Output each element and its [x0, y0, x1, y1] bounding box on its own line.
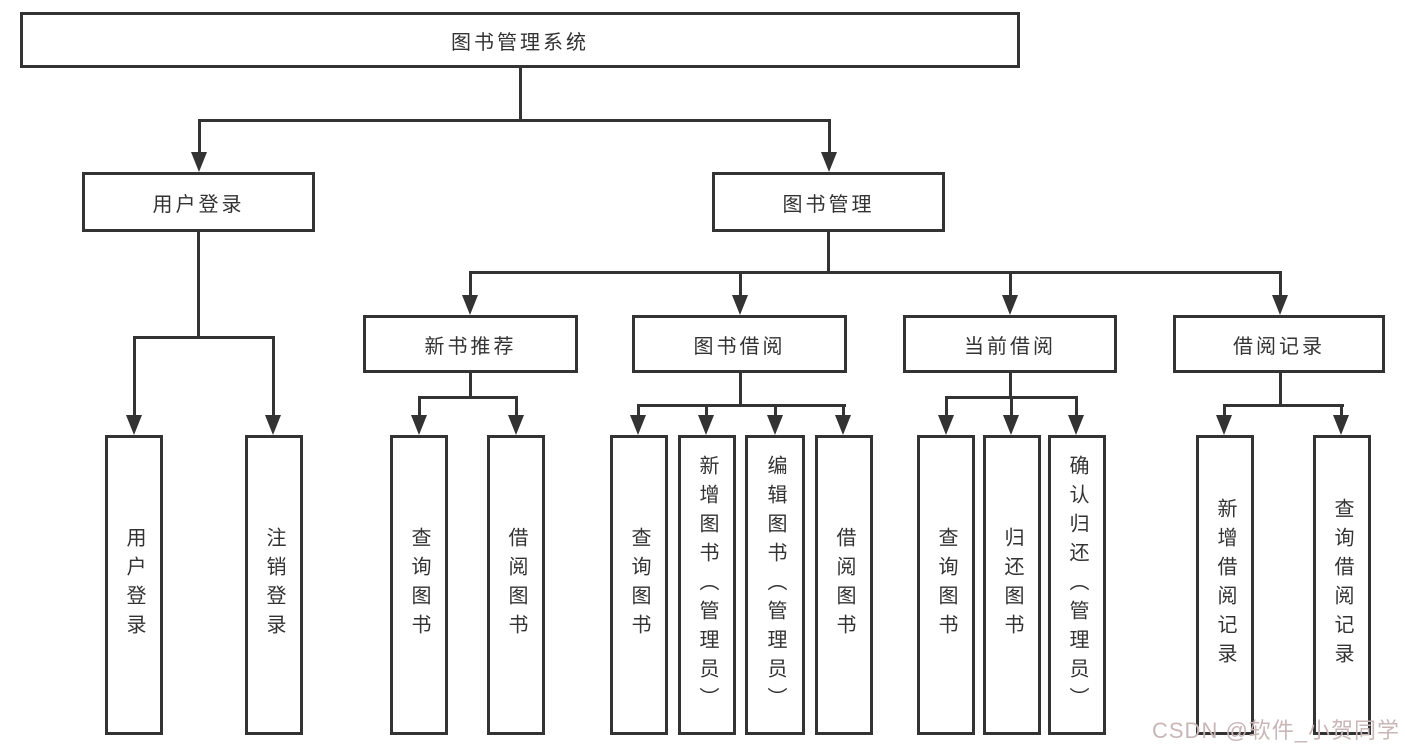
leaf-nbr-query-book: 查询图书 — [390, 435, 448, 735]
arrow-bb-edit-stem — [773, 405, 777, 417]
watermark: CSDN @软件_小贺同学 — [1152, 718, 1401, 743]
leaf-logout-label: 注销登录 — [263, 527, 285, 643]
arrow-book-mgmt-head — [821, 152, 837, 172]
arrow-bb-add-head — [698, 415, 714, 435]
arrow-bb-borrow-head — [835, 415, 851, 435]
connector-user-login-stem — [196, 232, 200, 338]
arrow-bb-query-head — [630, 415, 646, 435]
leaf-logout: 注销登录 — [245, 435, 303, 735]
arrow-bb-head — [732, 295, 748, 315]
node-borrow-records: 借阅记录 — [1173, 315, 1385, 373]
arrow-nbr-borrow-stem — [514, 397, 518, 417]
arrow-cb-return-head — [1003, 415, 1019, 435]
node-root: 图书管理系统 — [20, 12, 1020, 68]
node-new-book-recommend: 新书推荐 — [363, 315, 578, 373]
connector-user-split — [132, 335, 275, 339]
connector-root-stem — [518, 68, 522, 121]
arrow-bb-borrow-stem — [841, 405, 845, 417]
leaf-br-add-record: 新增借阅记录 — [1196, 435, 1254, 735]
connector-cb-stem — [1008, 373, 1012, 398]
arrow-br-head — [1272, 295, 1288, 315]
arrow-br-stem — [1278, 272, 1282, 297]
connector-bb-split — [636, 403, 846, 407]
node-current-borrow: 当前借阅 — [903, 315, 1117, 373]
node-book-management: 图书管理 — [712, 172, 945, 232]
leaf-bb-add-book: 新增图书（管理员） — [678, 435, 736, 735]
connector-br-split — [1222, 403, 1344, 407]
arrow-br-query-head — [1333, 415, 1349, 435]
arrow-br-add-head — [1216, 415, 1232, 435]
leaf-cb-confirm-return-label: 确认归还（管理员） — [1066, 454, 1088, 716]
arrow-br-add-stem — [1222, 405, 1226, 417]
arrow-nbr-head — [462, 295, 478, 315]
arrow-bb-query-stem — [636, 405, 640, 417]
leaf-bb-edit-book-label: 编辑图书（管理员） — [764, 454, 786, 716]
leaf-cb-return-book: 归还图书 — [983, 435, 1041, 735]
leaf-bb-borrow-book: 借阅图书 — [815, 435, 873, 735]
arrow-leaf-logout-head — [265, 415, 281, 435]
connector-bb-stem — [738, 373, 742, 406]
node-book-borrow: 图书借阅 — [632, 315, 847, 373]
connector-level1-split — [197, 118, 831, 122]
arrow-cb-confirm-stem — [1074, 397, 1078, 417]
arrow-user-login-head — [191, 152, 207, 172]
arrow-bb-add-stem — [704, 405, 708, 417]
leaf-user-login: 用户登录 — [105, 435, 163, 735]
arrow-nbr-query-stem — [417, 397, 421, 417]
arrow-cb-return-stem — [1009, 397, 1013, 417]
arrow-cb-query-head — [938, 415, 954, 435]
arrow-bb-edit-head — [767, 415, 783, 435]
arrow-bb-stem — [738, 272, 742, 297]
leaf-bb-edit-book: 编辑图书（管理员） — [745, 435, 805, 735]
leaf-nbr-borrow-book: 借阅图书 — [487, 435, 545, 735]
node-user-login: 用户登录 — [82, 172, 315, 232]
leaf-bb-query-book-label: 查询图书 — [628, 527, 650, 643]
leaf-bb-add-book-label: 新增图书（管理员） — [696, 454, 718, 716]
arrow-cb-head — [1002, 295, 1018, 315]
leaf-nbr-borrow-book-label: 借阅图书 — [505, 527, 527, 643]
leaf-br-add-record-label: 新增借阅记录 — [1214, 498, 1236, 672]
arrow-user-login-stem — [197, 119, 201, 154]
connector-nbr-split — [417, 395, 518, 399]
connector-book-mgmt-stem — [826, 232, 830, 273]
arrow-leaf-logout-stem — [271, 337, 275, 417]
connector-br-stem — [1278, 373, 1282, 406]
leaf-cb-query-book-label: 查询图书 — [935, 527, 957, 643]
arrow-cb-confirm-head — [1068, 415, 1084, 435]
leaf-user-login-label: 用户登录 — [123, 527, 145, 643]
leaf-bb-query-book: 查询图书 — [610, 435, 668, 735]
leaf-nbr-query-book-label: 查询图书 — [408, 527, 430, 643]
leaf-cb-return-book-label: 归还图书 — [1001, 527, 1023, 643]
connector-mgmt-split — [468, 270, 1282, 274]
arrow-book-mgmt-stem — [827, 119, 831, 154]
connector-nbr-stem — [468, 373, 472, 398]
arrow-leaf-user-login-stem — [132, 337, 136, 417]
arrow-br-query-stem — [1339, 405, 1343, 417]
leaf-bb-borrow-book-label: 借阅图书 — [833, 527, 855, 643]
arrow-nbr-borrow-head — [508, 415, 524, 435]
leaf-br-query-record-label: 查询借阅记录 — [1331, 498, 1353, 672]
leaf-cb-confirm-return: 确认归还（管理员） — [1048, 435, 1106, 735]
arrow-nbr-stem — [468, 272, 472, 297]
arrow-nbr-query-head — [411, 415, 427, 435]
leaf-cb-query-book: 查询图书 — [917, 435, 975, 735]
arrow-cb-query-stem — [944, 397, 948, 417]
arrow-cb-stem — [1008, 272, 1012, 297]
arrow-leaf-user-login-head — [126, 415, 142, 435]
leaf-br-query-record: 查询借阅记录 — [1313, 435, 1371, 735]
